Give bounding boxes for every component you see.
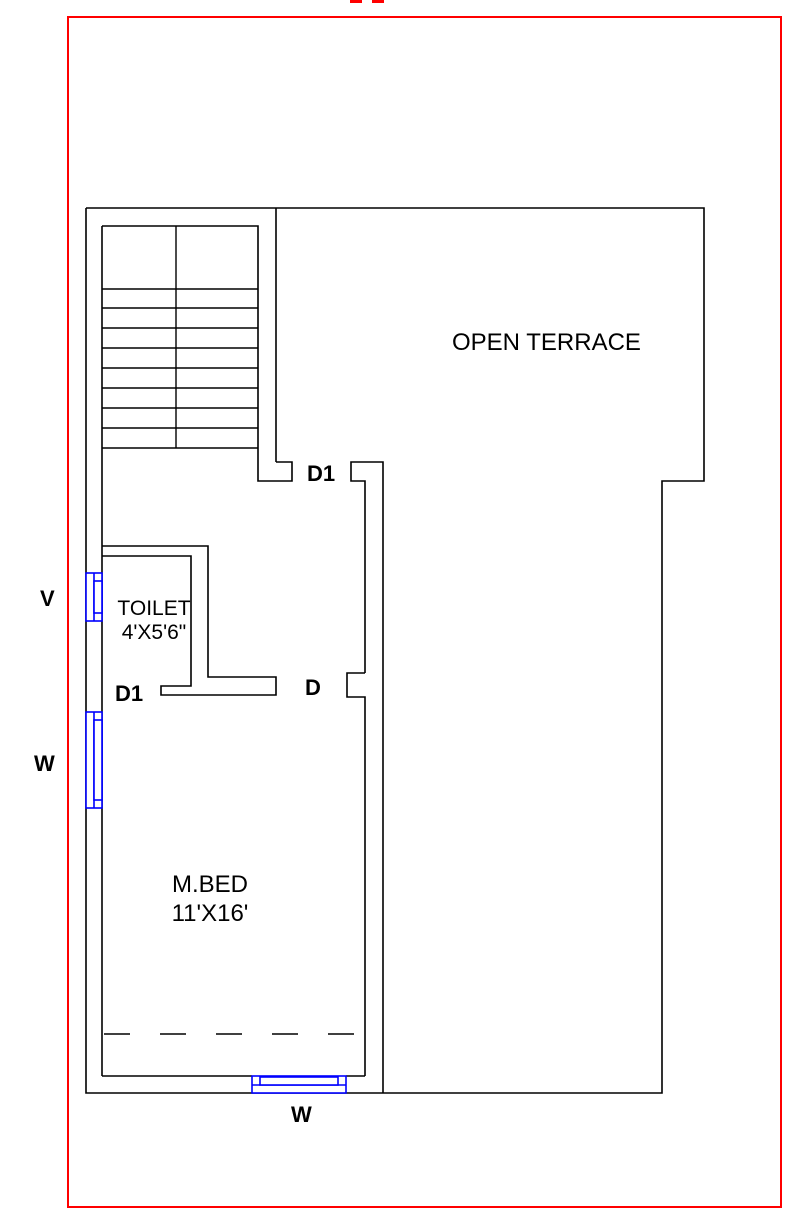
window-tag-left: W [34, 751, 55, 776]
window-left [85, 711, 103, 809]
master-bed-size: 11'X16' [171, 900, 249, 927]
door-tag-d1-top: D1 [307, 461, 336, 486]
toilet-label: TOILET 4'X5'6" [106, 598, 202, 643]
window-bottom [251, 1075, 347, 1094]
toilet-size: 4'X5'6" [121, 621, 187, 644]
door-tag-d: D [305, 675, 321, 700]
window-tag-bottom: W [291, 1102, 312, 1127]
window-ventilator [85, 572, 103, 622]
plot-boundary [67, 0, 782, 1208]
door-tag-d1-toilet: D1 [115, 681, 144, 706]
staircase [102, 226, 258, 448]
ventilator-tag: V [40, 586, 55, 611]
master-bed-name: M.BED [171, 871, 248, 898]
open-terrace-label: OPEN TERRACE [452, 329, 641, 356]
master-bed-label: M.BED 11'X16' [150, 873, 270, 926]
toilet-name: TOILET [117, 597, 191, 620]
